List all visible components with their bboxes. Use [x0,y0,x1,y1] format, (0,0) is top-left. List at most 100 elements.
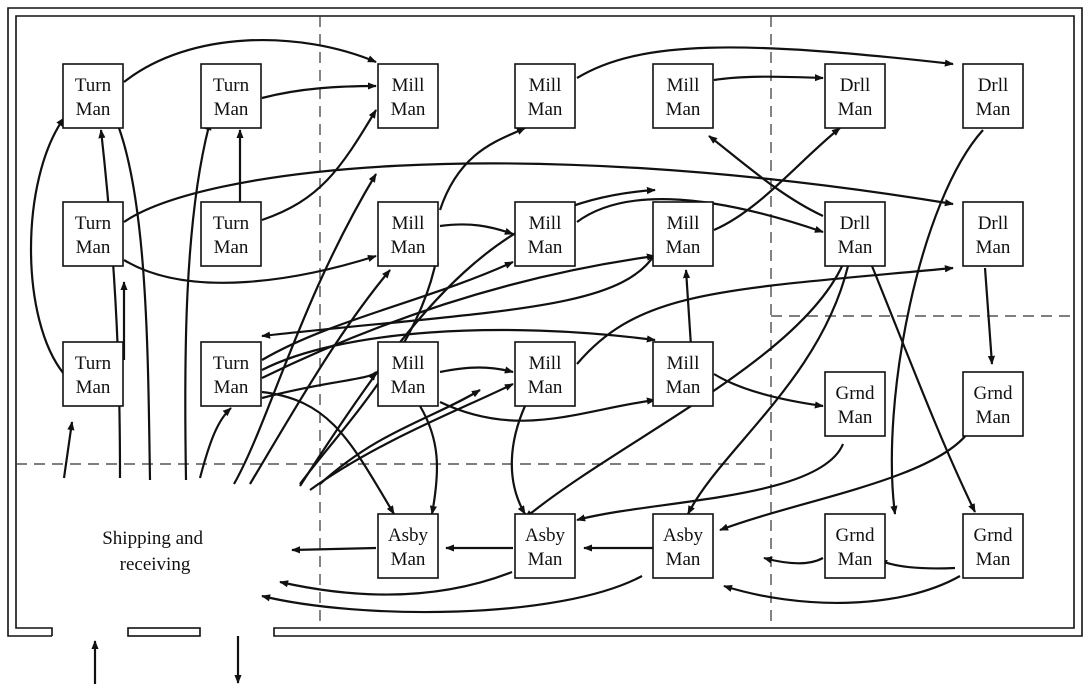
flow-arrow [233,173,377,485]
station-man-label: Man [528,237,563,258]
station-man-label: Man [528,377,563,398]
station-man-label: Man [838,99,873,120]
flow-arrow [62,421,75,479]
flow-arrow [439,397,656,422]
flow-arrow [30,117,65,375]
dock-arrows [91,636,242,684]
station-box [62,341,124,407]
station-type-label: Asby [388,525,429,546]
flow-arrow [723,575,961,604]
flow-arrow [309,383,514,491]
flow-arrow [123,39,377,83]
flow-arrow [439,366,514,374]
station-man-label: Man [976,237,1011,258]
work-stations: TurnManTurnManMillManMillManMillManDrllM… [62,63,1024,579]
station-man-label: Man [76,377,111,398]
flow-arrow [261,253,656,339]
station-man-label: Man [528,549,563,570]
station-man-label: Man [391,99,426,120]
station-type-label: Drll [840,75,871,96]
station-type-label: Turn [213,353,250,374]
flow-arrow [438,127,526,211]
station-box [824,201,886,267]
station-box [514,63,576,129]
station-type-label: Mill [392,213,425,234]
station-type-label: Asby [663,525,704,546]
flow-arrow [708,135,824,217]
station-man-label: Man [838,549,873,570]
station-box [652,513,714,579]
shipping-label-line-1: Shipping and [102,528,203,549]
station-type-label: Drll [978,75,1009,96]
station-man-label: Man [666,549,701,570]
station-box [962,201,1024,267]
wall-segment-middle [127,627,201,637]
flow-arrow [261,390,395,515]
flow-arrow [983,267,996,365]
flow-arrow [719,433,968,532]
flow-arrow [878,558,956,570]
station-type-label: Grnd [973,383,1013,404]
station-type-label: Grnd [835,383,875,404]
station-type-label: Turn [75,213,112,234]
station-box [652,63,714,129]
station-type-label: Mill [529,213,562,234]
station-man-label: Man [838,237,873,258]
station-man-label: Man [214,99,249,120]
shipping-receiving-label: Shipping and receiving [102,528,208,575]
flow-arrow [261,253,656,379]
station-type-label: Mill [667,75,700,96]
flow-arrow [419,405,439,515]
flow-arrow [98,129,122,479]
flow-arrow [576,46,954,79]
flow-arrow [713,74,824,82]
station-box [962,513,1024,579]
station-type-label: Turn [75,75,112,96]
station-box [62,201,124,267]
station-man-label: Man [666,377,701,398]
station-box [377,513,439,579]
station-man-label: Man [214,237,249,258]
station-type-label: Mill [529,75,562,96]
station-type-label: Drll [840,213,871,234]
station-man-label: Man [666,237,701,258]
flow-arrow [763,556,824,565]
station-box [824,513,886,579]
outer-wall [7,7,1083,637]
shipping-label-line-2: receiving [120,554,191,575]
station-man-label: Man [666,99,701,120]
station-type-label: Mill [667,353,700,374]
flow-arrow [687,265,850,515]
flow-arrow [299,186,656,487]
flow-arrow [576,443,845,522]
flow-arrow [576,198,824,234]
flow-arrow [123,162,954,223]
station-type-label: Mill [529,353,562,374]
station-type-label: Grnd [973,525,1013,546]
station-man-label: Man [391,549,426,570]
flow-arrow [870,265,976,513]
department-boundaries [16,16,1074,628]
station-man-label: Man [528,99,563,120]
flow-arrow [319,389,481,485]
